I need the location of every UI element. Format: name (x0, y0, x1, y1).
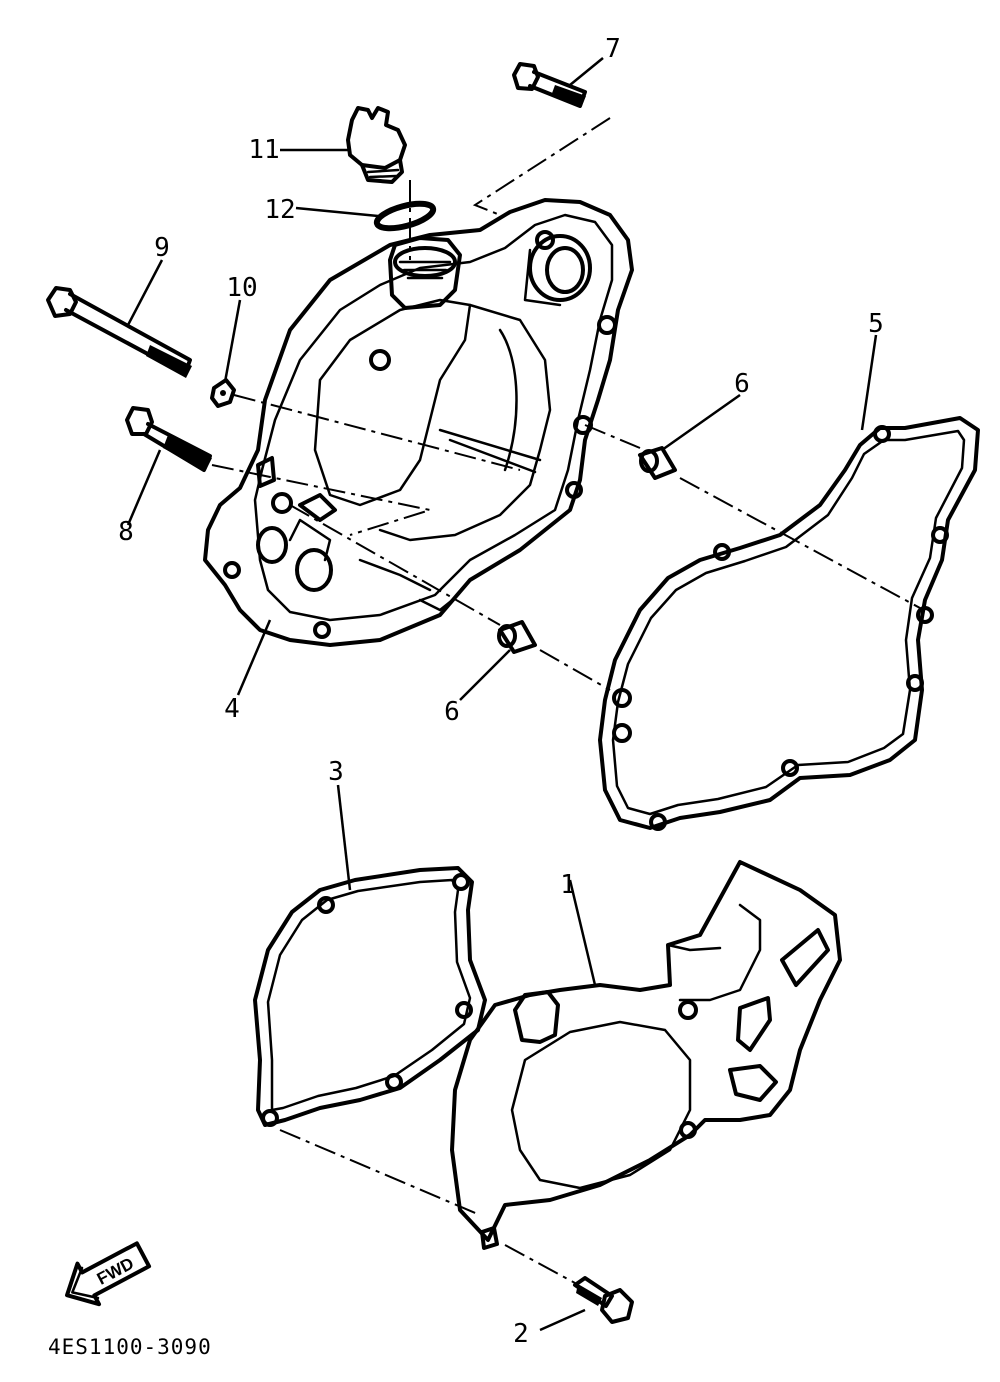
filler-plug-part-11 (346, 106, 407, 184)
callout-10: 10 (226, 273, 257, 303)
crankcase-cover-part-4 (203, 198, 634, 647)
callout-5: 5 (868, 309, 884, 339)
callout-4: 4 (224, 694, 240, 724)
callout-6-lower: 6 (444, 697, 460, 727)
diagram-code: 4ES1100-3090 (48, 1335, 212, 1359)
callout-12: 12 (264, 195, 295, 225)
gasket-part-3 (253, 866, 487, 1127)
bolt-part-7 (512, 62, 587, 108)
forward-direction-arrow: FWD (65, 1241, 152, 1307)
screw-part-2 (573, 1276, 634, 1324)
assembly-centerlines (211, 117, 921, 1284)
washer-part-10 (210, 378, 236, 408)
callout-8: 8 (118, 517, 134, 547)
o-ring-part-12 (373, 200, 437, 232)
callout-7: 7 (605, 34, 621, 64)
short-bolt-part-8 (125, 406, 212, 472)
gasket-part-5 (598, 416, 980, 831)
dowel-pin-part-6-upper (638, 446, 677, 480)
outer-cover-part-1 (450, 860, 842, 1250)
long-bolt-part-9 (46, 286, 192, 378)
callout-11: 11 (248, 135, 279, 165)
callout-1: 1 (560, 870, 576, 900)
callout-6-upper: 6 (734, 369, 750, 399)
leader-lines (126, 57, 878, 1332)
callout-2: 2 (513, 1319, 529, 1349)
callout-3: 3 (328, 757, 344, 787)
dowel-pin-part-6-lower (497, 620, 537, 654)
callout-9: 9 (154, 233, 170, 263)
